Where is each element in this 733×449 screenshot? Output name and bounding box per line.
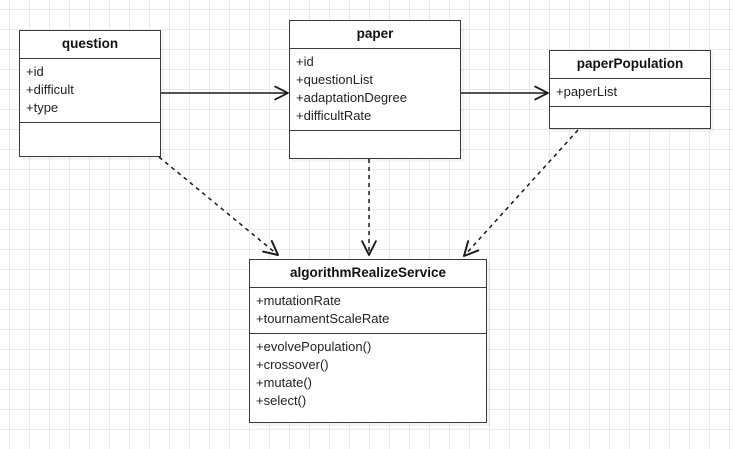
uml-operations-paper	[290, 131, 460, 162]
uml-attribute: +difficultRate	[296, 108, 372, 123]
uml-class-title-paper: paper	[290, 21, 460, 50]
uml-operation: +select()	[256, 392, 307, 408]
uml-class-title-algorithmrealizeservice: algorithmRealizeService	[250, 260, 486, 289]
uml-attribute: +mutationRate	[256, 293, 341, 309]
uml-attribute: +adaptationDegree	[296, 90, 407, 106]
uml-class-question[interactable]: question +id +difficult +type	[19, 30, 161, 157]
uml-attribute: +id	[296, 54, 314, 70]
uml-operations-question	[20, 123, 160, 154]
uml-operation: +crossover()	[256, 357, 329, 372]
uml-class-title-paperpopulation: paperPopulation	[550, 51, 710, 80]
uml-operations-paperpopulation	[550, 107, 710, 138]
uml-class-paperpopulation[interactable]: paperPopulation +paperList	[549, 50, 711, 129]
uml-attribute: +id	[26, 64, 44, 80]
uml-attributes-paperpopulation: +paperList	[550, 79, 710, 108]
relation-question-to-algorithmrealizeservice	[158, 156, 279, 256]
uml-attribute: +paperList	[556, 84, 618, 100]
uml-operation: +mutate()	[256, 374, 312, 390]
uml-attributes-algorithmrealizeservice: +mutationRate +tournamentScaleRate	[250, 288, 486, 335]
uml-attribute: +type	[26, 100, 59, 116]
relation-paperpopulation-to-algorithmrealizeservice	[463, 129, 579, 257]
uml-attribute: +questionList	[296, 72, 373, 88]
uml-attribute: +difficult	[26, 82, 74, 98]
uml-operations-algorithmrealizeservice: +evolvePopulation() +crossover() +mutate…	[250, 334, 486, 415]
uml-operation: +evolvePopulation()	[256, 339, 372, 355]
uml-attributes-question: +id +difficult +type	[20, 59, 160, 123]
uml-attributes-paper: +id +questionList +adaptationDegree +dif…	[290, 49, 460, 131]
uml-class-title-question: question	[20, 31, 160, 60]
uml-attribute: +tournamentScaleRate	[256, 311, 390, 327]
uml-class-paper[interactable]: paper +id +questionList +adaptationDegre…	[289, 20, 461, 159]
uml-class-algorithmrealizeservice[interactable]: algorithmRealizeService +mutationRate +t…	[249, 259, 487, 423]
